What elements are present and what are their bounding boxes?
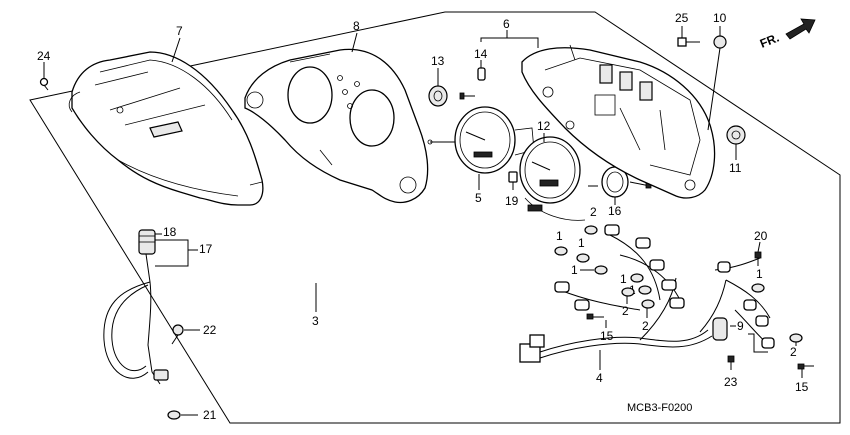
callout-1c: 1: [571, 263, 578, 277]
front-direction-indicator: FR.: [758, 18, 816, 51]
speedometer-cable-part-17[interactable]: [103, 229, 169, 385]
callout-1d: 1: [620, 272, 627, 286]
bulb-socket-1c[interactable]: [594, 265, 608, 275]
callout-20: 20: [754, 229, 768, 243]
callout-19: 19: [505, 194, 519, 208]
bracket-6: [480, 37, 539, 48]
callout-25: 25: [675, 11, 689, 25]
callout-6: 6: [503, 17, 510, 31]
callout-13: 13: [431, 54, 445, 68]
screw-part-23[interactable]: [727, 355, 735, 370]
callout-2a: 2: [590, 205, 597, 219]
speedometer-part-5[interactable]: [427, 106, 535, 174]
callout-8: 8: [353, 19, 360, 33]
leader-20: [757, 241, 761, 253]
fuel-gauge-part-16[interactable]: [588, 166, 652, 198]
callout-7: 7: [176, 24, 183, 38]
callout-2d: 2: [790, 345, 797, 359]
bulb-socket-1f[interactable]: [751, 283, 765, 293]
callout-4: 4: [596, 371, 603, 385]
callout-10: 10: [713, 11, 727, 25]
meter-panel-part-8[interactable]: [244, 48, 429, 204]
screw-part-15b[interactable]: [797, 363, 814, 370]
callout-3: 3: [312, 314, 319, 328]
callout-14: 14: [474, 47, 488, 61]
callout-24: 24: [37, 49, 51, 63]
leader-7: [171, 37, 181, 63]
callout-9: 9: [737, 319, 744, 333]
bulb-socket-1d[interactable]: [630, 273, 644, 283]
bulb-socket-2b[interactable]: [621, 287, 635, 297]
bulb-part-14[interactable]: [477, 67, 486, 81]
meter-visor-part-7[interactable]: [68, 51, 264, 206]
screw-near-13[interactable]: [459, 92, 475, 100]
bracket-9: [748, 333, 768, 353]
bulb-socket-2a[interactable]: [584, 225, 598, 235]
screw-part-24[interactable]: [39, 77, 49, 91]
callout-1a: 1: [556, 229, 563, 243]
callout-21: 21: [203, 408, 217, 422]
callout-12: 12: [537, 119, 551, 133]
washer-part-21[interactable]: [167, 410, 181, 420]
clamp-part-22[interactable]: [171, 324, 184, 345]
callout-22: 22: [203, 323, 217, 337]
callout-5: 5: [475, 191, 482, 205]
callout-11: 11: [729, 161, 742, 175]
assembly-boundary: [29, 11, 841, 424]
callout-15a: 15: [600, 329, 614, 343]
front-label: FR.: [758, 31, 781, 51]
wire-harness-part-4[interactable]: [519, 224, 775, 363]
callout-2c: 2: [642, 319, 649, 333]
screw-part-20[interactable]: [754, 251, 762, 266]
leader-8: [351, 32, 358, 53]
collar-part-10[interactable]: [713, 35, 727, 49]
grommet-part-11[interactable]: [726, 125, 746, 145]
front-arrow-icon: [785, 18, 816, 40]
bulb-socket-2d[interactable]: [789, 333, 803, 343]
tachometer-part-12[interactable]: [519, 136, 586, 221]
bulb-socket-1a[interactable]: [554, 246, 568, 256]
bulb-socket-1b[interactable]: [576, 253, 590, 263]
bolt-part-25[interactable]: [677, 37, 700, 47]
bulb-socket-2c[interactable]: [641, 299, 655, 309]
grommet-part-13[interactable]: [428, 85, 448, 107]
callout-23: 23: [724, 375, 738, 389]
bracket-17: [155, 239, 189, 267]
meter-case-part-6[interactable]: [521, 44, 716, 199]
assembly-line-10: [707, 47, 721, 131]
callout-16: 16: [608, 204, 622, 218]
screw-part-15a[interactable]: [586, 313, 604, 320]
callout-15b: 15: [795, 380, 809, 394]
callout-1b: 1: [578, 236, 585, 250]
callout-2b: 2: [622, 304, 629, 318]
callout-1f: 1: [756, 267, 763, 281]
callout-17: 17: [199, 242, 213, 256]
bulb-socket-1e[interactable]: [638, 285, 652, 295]
callout-18: 18: [163, 225, 177, 239]
connector-part-19[interactable]: [508, 171, 518, 190]
diagram-code: MCB3-F0200: [627, 402, 692, 414]
